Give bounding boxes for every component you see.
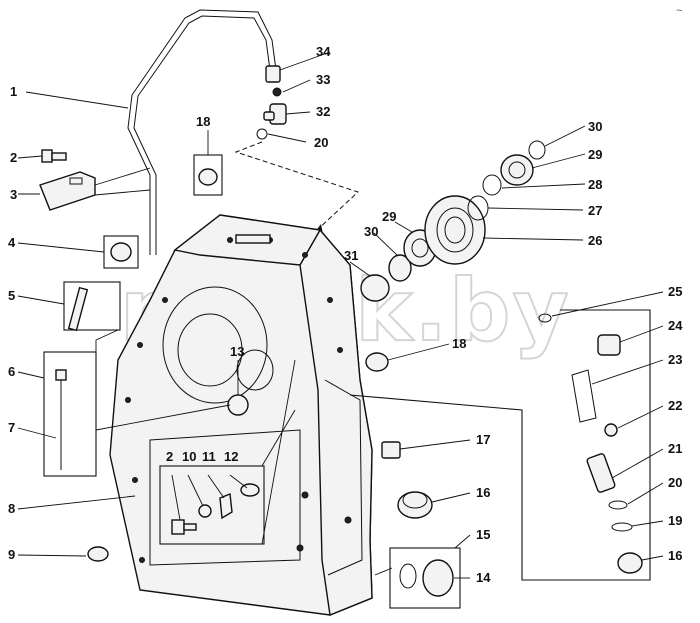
pipe-fitting-part [265, 65, 281, 83]
callout-labels: 1 2 3 4 5 6 7 8 9 2 10 11 12 13 18 18 31… [8, 44, 683, 585]
housing-slot [235, 234, 271, 244]
spring-part-23 [571, 369, 597, 423]
ring-part-25 [538, 313, 552, 323]
callout-22: 22 [668, 398, 682, 413]
transmission-housing [109, 214, 373, 616]
corner-mark: ~ [676, 5, 682, 17]
callout-25: 25 [668, 284, 682, 299]
gear-group [360, 140, 546, 302]
callout-9: 9 [8, 547, 15, 562]
callout-29-left: 29 [382, 209, 396, 224]
callout-12: 12 [224, 449, 238, 464]
ring-part-30 [388, 254, 412, 282]
callout-11: 11 [202, 449, 216, 464]
callout-16-right: 16 [668, 548, 682, 563]
dowel-part-9 [87, 546, 109, 562]
callout-2-lower: 2 [166, 449, 173, 464]
callout-4: 4 [8, 235, 16, 250]
small-parts-group [159, 465, 265, 545]
callout-21: 21 [668, 441, 682, 456]
gear-part-26 [424, 195, 486, 265]
plug-part-16-right [617, 552, 643, 574]
callout-24: 24 [668, 318, 683, 333]
callout-26: 26 [588, 233, 602, 248]
seal-ring-top [256, 128, 268, 140]
bolt-part-2 [41, 149, 67, 163]
ring-part-19 [611, 522, 633, 532]
callout-30-right: 30 [588, 119, 602, 134]
callout-29-right: 29 [588, 147, 602, 162]
callout-5: 5 [8, 288, 15, 303]
callout-2: 2 [10, 150, 17, 165]
callout-33: 33 [316, 72, 330, 87]
ring-part-30-right [528, 140, 546, 160]
callout-34: 34 [316, 44, 331, 59]
callout-1: 1 [10, 84, 17, 99]
callout-28: 28 [588, 177, 602, 192]
elbow-fitting-part [263, 103, 287, 125]
callout-30: 30 [364, 224, 378, 239]
bracket-lead-lines [94, 167, 151, 196]
ball-part-22 [604, 423, 618, 437]
callout-3: 3 [10, 187, 17, 202]
callout-17: 17 [476, 432, 490, 447]
oil-pipe [127, 9, 277, 255]
callout-19: 19 [668, 513, 682, 528]
leader-lines [17, 51, 664, 579]
small-seal-ball [272, 87, 282, 97]
plug-part-18-side [365, 352, 389, 372]
callout-6: 6 [8, 364, 15, 379]
callout-18-side: 18 [452, 336, 466, 351]
plug-part-18-top [193, 154, 223, 196]
assembly-dashed-line [234, 141, 359, 233]
ring-part-28 [482, 174, 502, 196]
callout-13: 13 [230, 344, 244, 359]
callout-20-right: 20 [668, 475, 682, 490]
callout-18-top: 18 [196, 114, 210, 129]
callout-23: 23 [668, 352, 682, 367]
plug-part-13 [227, 394, 249, 416]
callout-10: 10 [182, 449, 196, 464]
callout-7: 7 [8, 420, 15, 435]
callout-20-top: 20 [314, 135, 328, 150]
callout-31: 31 [344, 248, 358, 263]
plug-part-14-15 [389, 547, 461, 609]
pin-part-6-7 [43, 351, 97, 477]
cap-part-24 [597, 334, 621, 356]
callout-8: 8 [8, 501, 15, 516]
callout-14: 14 [476, 570, 491, 585]
callout-32: 32 [316, 104, 330, 119]
valve-part-21 [586, 453, 616, 493]
bolt-part-17 [381, 441, 401, 459]
stud-part-5 [63, 281, 121, 332]
callout-16: 16 [476, 485, 490, 500]
sleeve-part-31 [360, 274, 390, 302]
callout-15: 15 [476, 527, 490, 542]
valve-assembly [349, 309, 651, 581]
ring-part-20 [608, 500, 628, 510]
bracket-part-3 [39, 171, 96, 211]
plug-part-16 [397, 491, 433, 519]
callout-27: 27 [588, 203, 602, 218]
bearing-part-29-right [500, 154, 534, 186]
